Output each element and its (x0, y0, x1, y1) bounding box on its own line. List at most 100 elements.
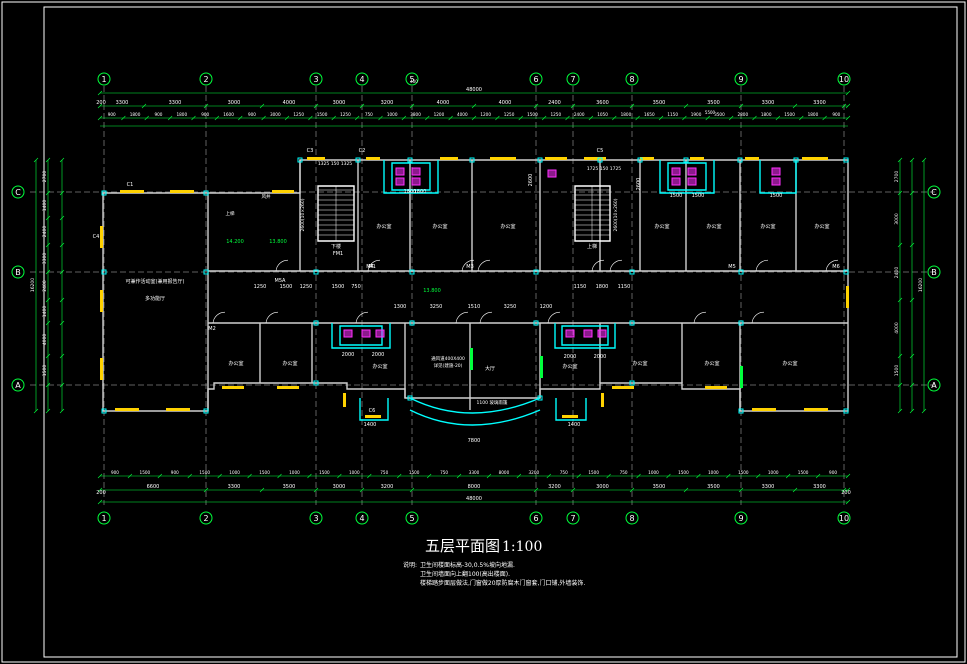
dim-tick (775, 115, 781, 121)
fixture (671, 167, 681, 176)
window-tag: C4 (93, 234, 100, 240)
dim-tick (141, 103, 147, 109)
column (843, 157, 849, 163)
dim-tick (845, 473, 851, 479)
dim-bottom-detail: 1000 (229, 470, 240, 475)
dim-label: 1800 (414, 189, 427, 195)
dim-bottom-axis: 3500 (707, 484, 720, 490)
column (203, 269, 209, 275)
dim-tick (354, 115, 360, 121)
dim-tick (59, 353, 65, 359)
dim-top-detail: 900 (248, 112, 256, 117)
dim-bottom-axis: 3500 (283, 484, 296, 490)
dim-top-axis: 3500 (653, 100, 666, 106)
dim-tick (191, 115, 196, 121)
dim-tick (471, 103, 477, 109)
dim-tick (756, 473, 761, 479)
dim-tick (909, 382, 915, 388)
axis-bubble-label: 7 (570, 75, 575, 84)
axis-bubble-label: 6 (533, 75, 538, 84)
dim-end: 200 (96, 100, 106, 106)
dim-tick (203, 487, 209, 493)
fixture (771, 167, 781, 176)
window (705, 386, 727, 389)
axis-bubble-label: 8 (629, 514, 634, 523)
door-tag: FM1 (333, 251, 343, 257)
window (100, 226, 103, 248)
door-swing (825, 259, 839, 272)
door-swing (477, 259, 491, 272)
axis-bubble (11, 265, 25, 279)
dim-tick (167, 115, 173, 121)
fixture (395, 167, 405, 176)
dim-top-detail: 750 (365, 112, 373, 117)
axis-bubble (199, 511, 213, 525)
dim-tick (909, 297, 915, 303)
dim-label: 1150 (574, 284, 587, 290)
dim-tick (425, 115, 430, 121)
window-tag: C1 (127, 182, 134, 188)
dim-left: 1400 (42, 200, 48, 212)
window (366, 157, 380, 160)
axis-bubble-label: 6 (533, 514, 538, 523)
dim-top-axis: 3500 (707, 100, 720, 106)
axis-bubble-label: B (931, 268, 937, 277)
room-label: 多功能厅 (145, 295, 165, 302)
window (490, 157, 516, 160)
dim-label: 5500 (705, 110, 716, 115)
dim-left-total: 16200 (30, 278, 36, 292)
axis-bubble (309, 72, 323, 86)
dim-tick (565, 115, 570, 121)
window (804, 408, 828, 411)
axis-bubble-label: C (15, 188, 21, 197)
dim-label: 2000 (372, 352, 385, 358)
dim-top-detail: 1250 (504, 112, 515, 117)
room-label: 办公室 (760, 223, 775, 230)
dim-tick (456, 473, 462, 479)
room-label: 风井 (262, 193, 271, 200)
room-label: 办公室 (706, 223, 721, 230)
dim-top-detail: 1200 (434, 112, 445, 117)
axis-bubble-label: 1 (101, 75, 106, 84)
window (277, 386, 299, 389)
notes-label: 说明: (403, 562, 418, 569)
title-text: 五层平面图 (425, 537, 501, 555)
dim-tick (127, 473, 133, 479)
dim-tick (518, 115, 523, 121)
dim-label: 2600 (636, 178, 642, 191)
axis-bubble-label: 5 (409, 75, 414, 84)
dim-tick (635, 115, 640, 121)
axis-bubble (355, 72, 369, 86)
dim-label: 1500 (332, 284, 345, 290)
window (120, 190, 144, 193)
dim-tick (33, 157, 39, 163)
dim-tick (728, 115, 734, 121)
dim-tick (97, 499, 103, 505)
dim-tick (97, 487, 103, 493)
column (101, 269, 107, 275)
door-swing (455, 311, 469, 324)
dim-tick (337, 473, 342, 479)
dim-label: 1725 150 1725 (587, 166, 621, 172)
column (737, 157, 743, 163)
dim-top-detail: 900 (832, 112, 840, 117)
axis-bubble-label: 10 (839, 514, 849, 523)
dim-tick (841, 487, 847, 493)
dim-tick (666, 473, 671, 479)
room-label: 办公室 (654, 223, 669, 230)
dim-tick (636, 473, 641, 479)
window (690, 157, 704, 160)
column (297, 157, 303, 163)
dim-top-detail: 1650 (644, 112, 655, 117)
dim-top-detail: 3000 (270, 112, 281, 117)
dim-bottom-detail: 750 (440, 470, 448, 475)
column (203, 408, 209, 414)
dim-tick (259, 103, 265, 109)
window (601, 393, 604, 407)
dim-label: 2600(10×260) (613, 198, 619, 231)
note-line-3: 楼梯踏步面层做法,门窗做20厚防腐木门窗套,门口铺,外墙装饰. (420, 580, 586, 587)
dim-label: 2600(10×260) (300, 198, 306, 231)
door-tag: M1 (368, 264, 376, 270)
column (597, 157, 603, 163)
door-swing (591, 259, 605, 272)
